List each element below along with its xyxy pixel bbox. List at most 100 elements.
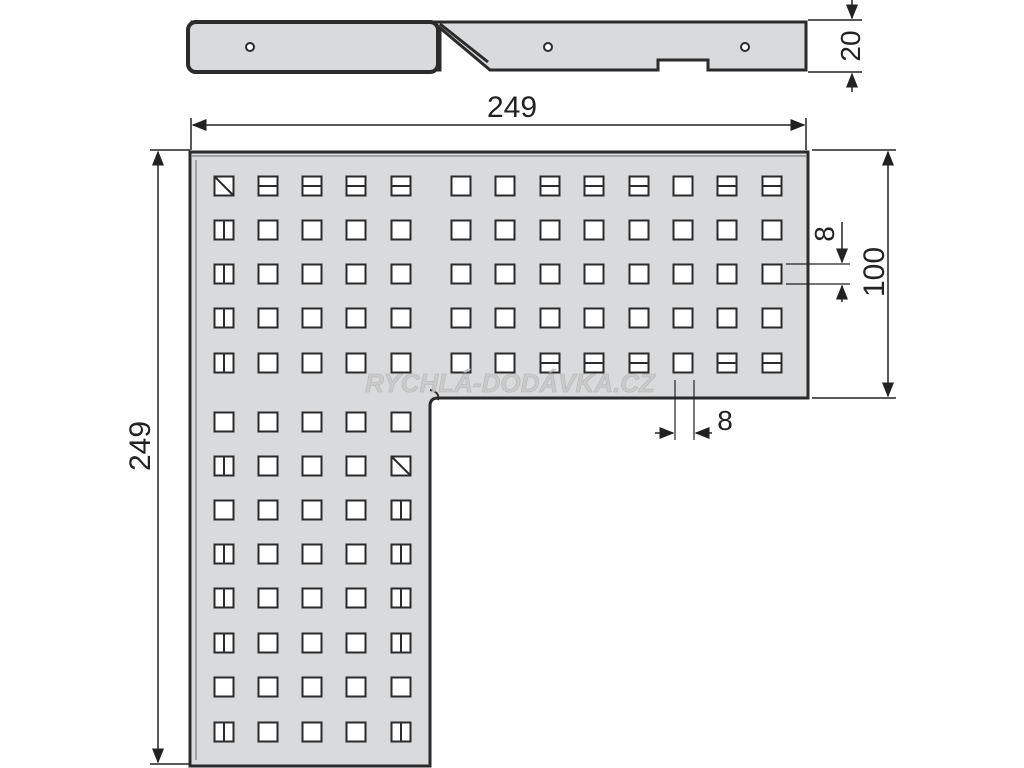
drain-hole <box>716 219 738 241</box>
drain-hole <box>390 307 412 329</box>
dimension-left-height: 249 <box>124 149 190 765</box>
drain-hole <box>539 263 561 285</box>
drain-hole <box>390 411 412 433</box>
drain-hole <box>345 587 367 609</box>
drain-hole <box>213 499 235 521</box>
profile-screw-hole <box>245 42 255 52</box>
dimension-top-width: 249 <box>190 91 807 150</box>
dimension-top-width-label: 249 <box>487 91 537 124</box>
drain-hole <box>301 263 323 285</box>
dimension-hole-vertical: 8 <box>786 222 850 302</box>
hole-bar <box>390 455 412 477</box>
drain-hole <box>257 352 279 374</box>
drain-hole <box>390 352 412 374</box>
drain-hole <box>494 307 516 329</box>
drain-hole <box>583 307 605 329</box>
drain-hole <box>672 175 694 197</box>
drain-hole <box>301 543 323 565</box>
profile-channel <box>186 20 440 74</box>
dimension-arm-width-label: 100 <box>858 247 891 297</box>
drain-hole <box>450 307 472 329</box>
drain-hole <box>301 587 323 609</box>
drain-hole <box>345 499 367 521</box>
dimension-left-height-label: 249 <box>124 421 157 471</box>
drain-hole <box>301 499 323 521</box>
hole-bar <box>213 175 235 197</box>
drain-hole <box>628 307 650 329</box>
drain-hole <box>257 676 279 698</box>
drain-hole <box>301 352 323 374</box>
drain-hole <box>301 721 323 743</box>
drain-hole <box>628 219 650 241</box>
drain-hole <box>716 307 738 329</box>
drain-hole <box>583 263 605 285</box>
drain-hole <box>257 499 279 521</box>
drain-hole <box>494 175 516 197</box>
dimension-hole-horizontal: 8 <box>655 380 733 440</box>
drain-hole <box>345 543 367 565</box>
drain-hole <box>257 455 279 477</box>
drain-hole <box>672 219 694 241</box>
drain-hole <box>390 263 412 285</box>
drain-hole <box>345 352 367 374</box>
drain-hole <box>345 263 367 285</box>
side-profile-view <box>186 20 808 74</box>
drain-hole <box>257 307 279 329</box>
drainage-holes <box>213 175 783 743</box>
drain-hole <box>583 219 605 241</box>
profile-screw-hole <box>543 42 553 52</box>
drain-hole <box>301 219 323 241</box>
profile-transition <box>439 22 489 64</box>
drain-hole <box>257 543 279 565</box>
drain-hole <box>345 721 367 743</box>
drain-hole <box>345 455 367 477</box>
dimension-thickness-label: 20 <box>835 30 866 61</box>
drain-hole <box>761 263 783 285</box>
drain-hole <box>213 676 235 698</box>
drain-hole <box>257 263 279 285</box>
drain-hole <box>213 411 235 433</box>
drain-hole <box>494 263 516 285</box>
drain-hole <box>257 632 279 654</box>
drain-hole <box>672 263 694 285</box>
drain-hole <box>716 263 738 285</box>
drain-hole <box>539 307 561 329</box>
drain-hole <box>761 307 783 329</box>
drain-hole <box>301 676 323 698</box>
drain-hole <box>301 455 323 477</box>
drain-hole <box>301 307 323 329</box>
drain-hole <box>390 676 412 698</box>
l-shaped-grate-plate <box>188 150 810 768</box>
drain-hole <box>494 352 516 374</box>
drain-hole <box>390 219 412 241</box>
drain-hole <box>345 307 367 329</box>
drain-hole <box>257 411 279 433</box>
drain-hole <box>450 263 472 285</box>
drain-hole <box>628 263 650 285</box>
drain-hole <box>345 676 367 698</box>
drain-hole <box>672 352 694 374</box>
watermark-text: RYCHLÁ-DODÁVKA.CZ <box>365 368 656 398</box>
drain-hole <box>672 307 694 329</box>
drain-hole <box>761 219 783 241</box>
drain-hole <box>450 352 472 374</box>
drain-hole <box>301 632 323 654</box>
drain-hole <box>539 219 561 241</box>
drain-hole <box>450 175 472 197</box>
drain-hole <box>450 219 472 241</box>
drain-hole <box>345 632 367 654</box>
drain-hole <box>345 219 367 241</box>
dimension-thickness: 20 <box>808 0 866 92</box>
dimension-arm-width: 100 <box>812 149 896 399</box>
drain-hole <box>494 219 516 241</box>
dimension-hole-vertical-label: 8 <box>809 226 840 242</box>
plate-corner-notch <box>429 389 440 401</box>
drain-hole <box>345 411 367 433</box>
dimension-hole-horizontal-label: 8 <box>717 405 733 436</box>
profile-screw-hole <box>740 42 750 52</box>
drain-hole <box>257 587 279 609</box>
drain-hole <box>257 721 279 743</box>
drain-hole <box>301 411 323 433</box>
drain-hole <box>257 219 279 241</box>
